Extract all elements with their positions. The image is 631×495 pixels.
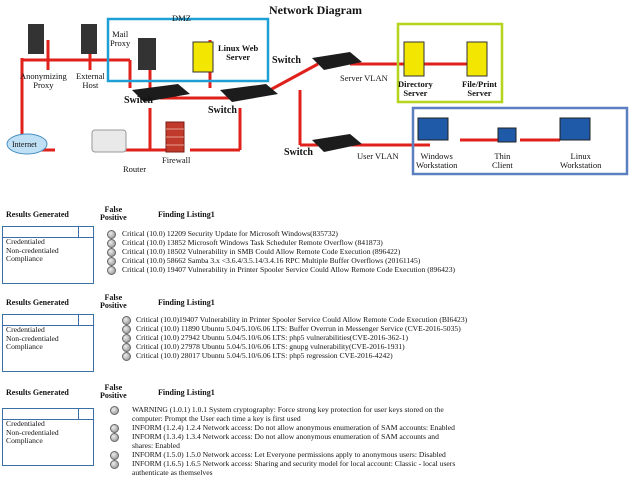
thin-client-label: Thin Client <box>492 151 513 170</box>
false-positive-radio[interactable] <box>110 451 119 460</box>
network-diagram <box>6 17 629 176</box>
results-generated-select[interactable]: Credentialed Non-credentialed Compliance <box>2 226 94 284</box>
server-vlan-label: Server VLAN <box>340 73 388 83</box>
dropdown-toggle[interactable] <box>78 227 93 237</box>
dmz-zone <box>106 17 270 83</box>
false-positive-radio[interactable] <box>107 239 116 248</box>
finding-item: WARNING (1.0.1) 1.0.1 System cryptograph… <box>132 405 444 414</box>
finding-listing-label: Finding Listing1 <box>158 298 215 307</box>
linux-web-server <box>192 41 214 73</box>
finding-item: Critical (10.0) 28017 Ubuntu 5.04/5.10/6… <box>136 351 393 360</box>
option-non-credentialed[interactable]: Non-credentialed <box>6 245 59 255</box>
user-vlan-label: User VLAN <box>357 151 399 161</box>
switch-4 <box>312 134 362 152</box>
switch-label-3: Switch <box>272 55 301 66</box>
dmz-label: DMZ <box>172 13 191 23</box>
linux-web-server-label: Linux Web Server <box>218 43 259 62</box>
anonymizing-proxy-label: Anonymizing Proxy <box>20 71 67 90</box>
results-section-2: Results Generated False Positive Finding… <box>0 294 631 378</box>
finding-listing-label: Finding Listing1 <box>158 388 215 397</box>
option-compliance[interactable]: Compliance <box>6 436 43 445</box>
finding-item: Critical (10.0) 58662 Samba 3.x <3.6.4/3… <box>122 256 421 265</box>
file-print-server <box>466 41 488 77</box>
false-positive-radio[interactable] <box>110 433 119 442</box>
finding-item: Critical (10.0) 18502 Vulnerability in S… <box>122 247 401 256</box>
finding-item: INFORM (1.5.0) 1.5.0 Network access: Let… <box>132 450 446 459</box>
file-print-server-label: File/Print Server <box>462 79 497 98</box>
false-positive-radio[interactable] <box>110 460 119 469</box>
results-section-1: Results Generated False Positive Finding… <box>0 206 631 290</box>
option-non-credentialed[interactable]: Non-credentialed <box>6 333 59 343</box>
false-positive-radio[interactable] <box>107 248 116 257</box>
finding-item-continued: computer: Prompt the User each time a ke… <box>132 414 301 423</box>
anonymizing-proxy-server <box>28 24 44 54</box>
switch-3 <box>312 52 362 70</box>
windows-workstation-monitor <box>417 117 449 141</box>
windows-workstation-label: Windows Workstation <box>416 151 458 170</box>
option-compliance[interactable]: Compliance <box>6 254 43 263</box>
false-positive-radio[interactable] <box>107 230 116 239</box>
results-generated-select[interactable]: Credentialed Non-credentialed Compliance <box>2 314 94 372</box>
directory-server <box>403 41 425 77</box>
false-positive-radio[interactable] <box>110 406 119 415</box>
finding-item: Critical (10.0) 27978 Ubuntu 5.04/5.10/6… <box>136 342 405 351</box>
finding-item: Critical (10.0)19407 Vulnerability in Pr… <box>136 315 468 324</box>
internet-cloud <box>6 133 48 155</box>
option-compliance[interactable]: Compliance <box>6 342 43 351</box>
linux-workstation-label: Linux Workstation <box>560 151 602 170</box>
finding-listing-label: Finding Listing1 <box>158 210 215 219</box>
user-vlan-zone <box>411 106 629 176</box>
finding-item: Critical (10.0) 19407 Vulnerability in P… <box>122 265 456 274</box>
switch-label-1: Switch <box>124 95 153 106</box>
false-positive-radio[interactable] <box>110 424 119 433</box>
finding-item: INFORM (1.6.5) 1.6.5 Network access: Sha… <box>132 459 456 468</box>
finding-item-continued: authenticate as themselves <box>132 468 213 477</box>
directory-server-label: Directory Server <box>398 79 433 98</box>
false-positive-radio[interactable] <box>122 334 131 343</box>
false-positive-label: False Positive <box>100 293 127 310</box>
firewall-label: Firewall <box>162 155 191 165</box>
finding-item: INFORM (1.3.4) 1.3.4 Network access: Do … <box>132 432 439 441</box>
router-label: Router <box>123 164 147 174</box>
mail-proxy-label: Mail Proxy <box>110 29 131 48</box>
external-host-server <box>81 24 97 54</box>
thin-client-monitor <box>497 127 517 143</box>
results-generated-select[interactable]: Credentialed Non-credentialed Compliance <box>2 408 94 466</box>
results-generated-label: Results Generated <box>6 210 69 219</box>
switch-label-4: Switch <box>284 147 313 158</box>
false-positive-radio[interactable] <box>122 316 131 325</box>
dropdown-toggle[interactable] <box>78 315 93 325</box>
server-vlan-zone <box>396 22 504 104</box>
false-positive-radio[interactable] <box>122 352 131 361</box>
option-credentialed[interactable]: Credentialed <box>6 325 45 334</box>
false-positive-radio[interactable] <box>107 257 116 266</box>
external-host-label: External Host <box>76 71 105 90</box>
option-credentialed[interactable]: Credentialed <box>6 237 45 246</box>
false-positive-radio[interactable] <box>122 325 131 334</box>
option-credentialed[interactable]: Credentialed <box>6 419 45 428</box>
results-generated-label: Results Generated <box>6 298 69 307</box>
results-section-3: Results Generated False Positive Finding… <box>0 384 631 494</box>
finding-item: Critical (10.0) 11890 Ubuntu 5.04/5.10/6… <box>136 324 461 333</box>
results-generated-label: Results Generated <box>6 388 69 397</box>
linux-workstation-monitor <box>559 117 591 141</box>
finding-item: INFORM (1.2.4) 1.2.4 Network access: Do … <box>132 423 455 432</box>
switch-1 <box>132 84 190 102</box>
false-positive-radio[interactable] <box>122 343 131 352</box>
switch-2 <box>220 84 278 102</box>
finding-item: Critical (10.0) 27942 Ubuntu 5.04/5.10/6… <box>136 333 409 342</box>
switch-label-2: Switch <box>208 105 237 116</box>
mail-proxy-server <box>138 38 156 70</box>
page-title: Network Diagram <box>269 3 362 17</box>
finding-item: Critical (10.0) 12209 Security Update fo… <box>122 229 338 238</box>
false-positive-label: False Positive <box>100 383 127 400</box>
router-device <box>91 129 127 153</box>
false-positive-label: False Positive <box>100 205 127 222</box>
finding-item-continued: shares: Enabled <box>132 441 180 450</box>
dropdown-toggle[interactable] <box>78 409 93 419</box>
internet-label: Internet <box>12 140 37 149</box>
option-non-credentialed[interactable]: Non-credentialed <box>6 427 59 437</box>
finding-item: Critical (10.0) 13852 Microsoft Windows … <box>122 238 383 247</box>
false-positive-radio[interactable] <box>107 266 116 275</box>
